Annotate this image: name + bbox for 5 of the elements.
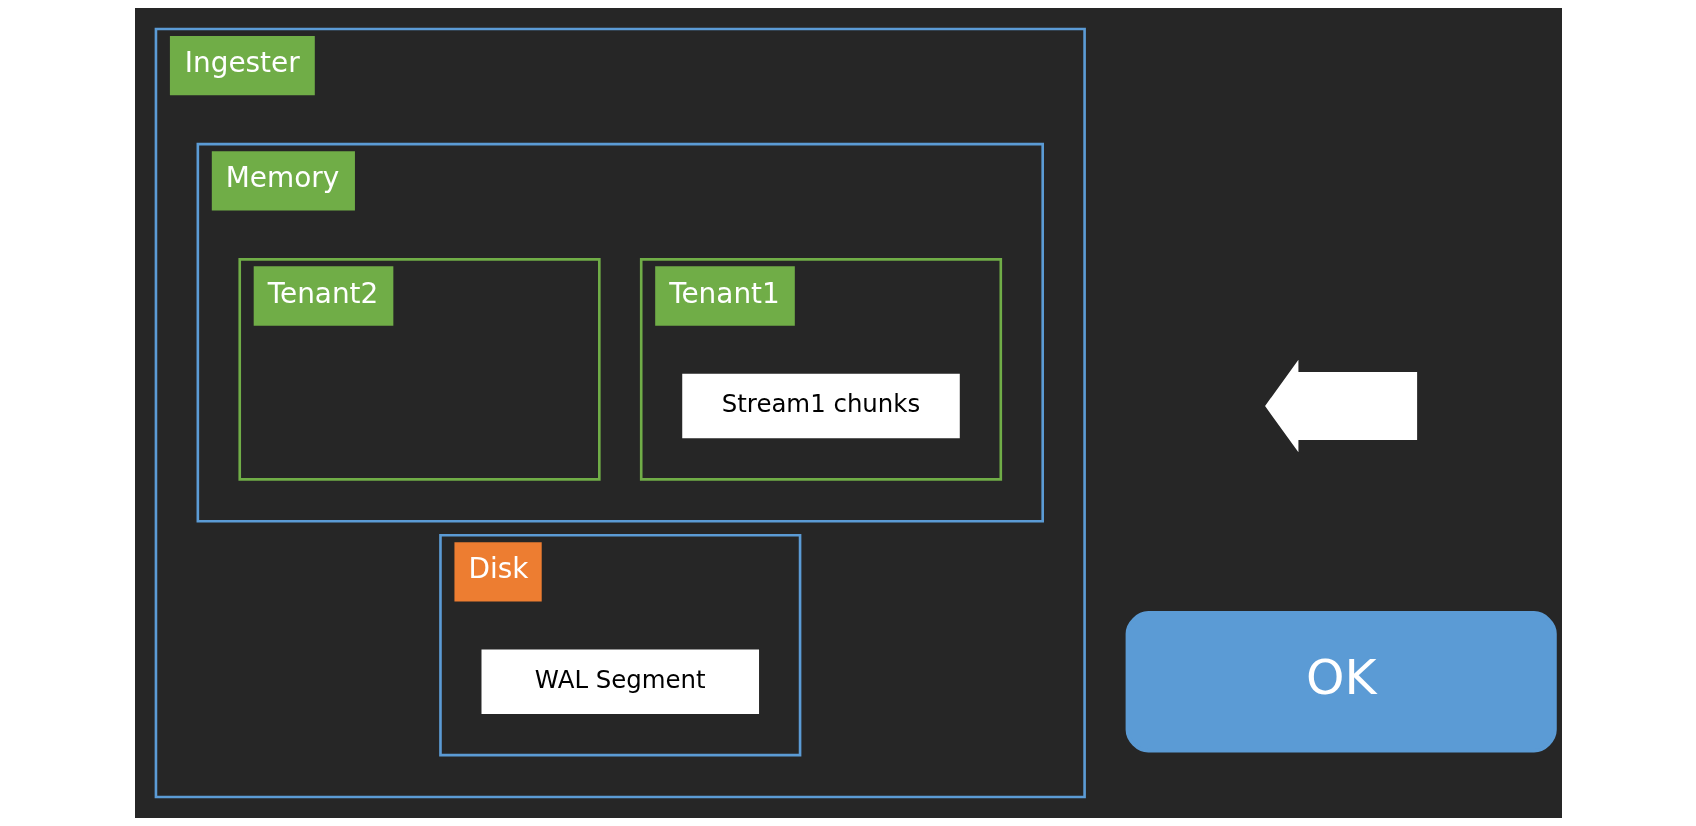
node-box: Tenant2: [237, 258, 601, 481]
node-box: OK: [1125, 611, 1557, 753]
node-arrow: [1264, 359, 1417, 453]
node-box: Stream1 chunks: [681, 373, 960, 439]
node-box: WAL Segment: [481, 649, 759, 715]
